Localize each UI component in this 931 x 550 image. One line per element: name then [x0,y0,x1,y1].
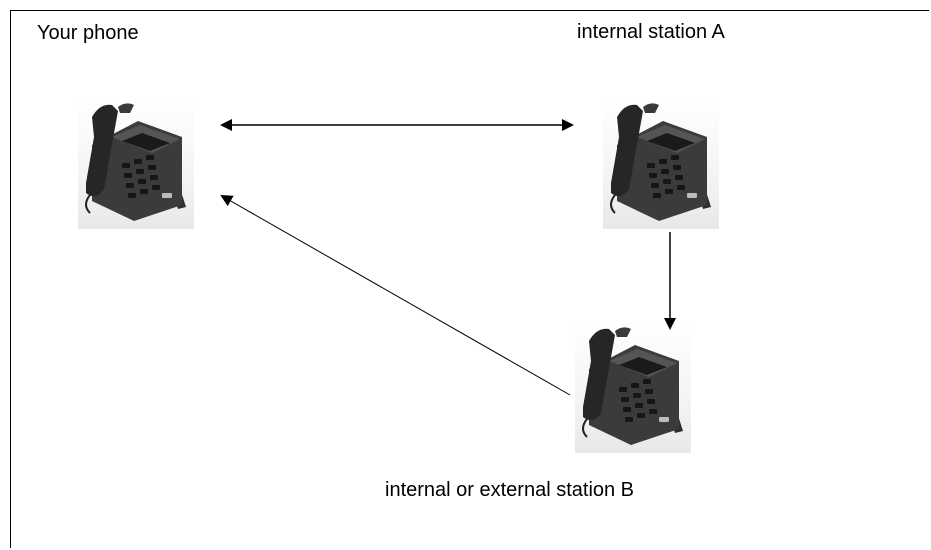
arrow-station-b-to-your-phone [220,195,571,396]
label-internal-station-a: internal station A [577,21,725,43]
label-your-phone: Your phone [37,22,139,44]
your-phone [78,97,194,229]
label-station-b: internal or external station B [385,479,635,501]
diagram-frame [10,10,929,548]
station-b-phone [575,321,691,453]
station-a-phone [603,97,719,229]
